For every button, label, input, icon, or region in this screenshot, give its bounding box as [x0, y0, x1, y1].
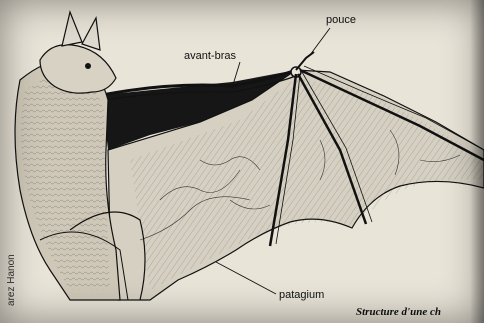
label-avant-bras: avant-bras: [184, 50, 236, 62]
right-shadow: [470, 0, 484, 323]
leader-patagium: [216, 262, 276, 294]
thumb: [296, 52, 314, 70]
label-patagium: patagium: [279, 289, 324, 301]
side-credit: arez Hanon: [6, 254, 17, 306]
bat-eye: [85, 63, 91, 69]
label-pouce: pouce: [326, 14, 356, 26]
leader-pouce: [310, 28, 330, 55]
bat-ear-right: [82, 18, 100, 50]
figure-caption: Structure d'une ch: [356, 306, 441, 318]
bat-ear-left: [62, 12, 82, 46]
